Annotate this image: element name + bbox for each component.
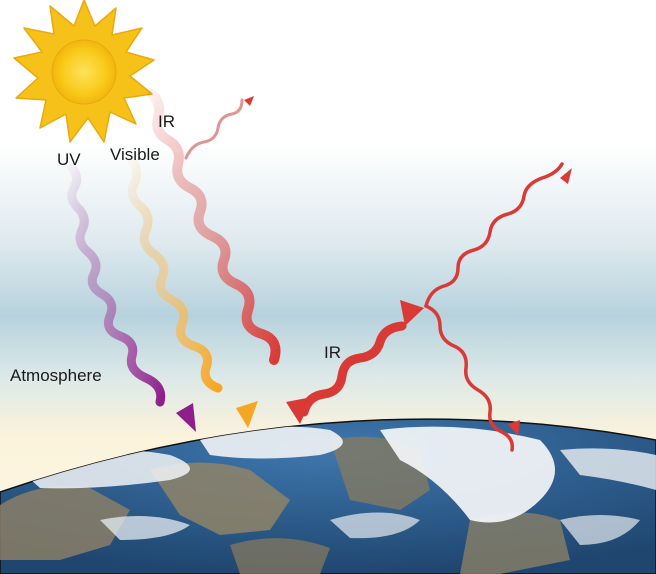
ir-reflected-small-ray <box>184 96 254 160</box>
ir-emitted-ray <box>299 300 424 417</box>
uv-label: UV <box>57 150 81 169</box>
earth-surface <box>0 418 656 574</box>
ir-incoming-label: IR <box>158 112 175 131</box>
visible-label: Visible <box>110 145 160 164</box>
uv-ray <box>67 163 196 432</box>
ir-back-radiated-ray <box>424 304 520 452</box>
ir-emitted-label: IR <box>324 343 341 362</box>
atmosphere-label: Atmosphere <box>10 366 102 385</box>
sun-icon <box>13 0 155 143</box>
visible-ray <box>127 155 258 428</box>
ir-escaping-ray <box>424 162 572 308</box>
